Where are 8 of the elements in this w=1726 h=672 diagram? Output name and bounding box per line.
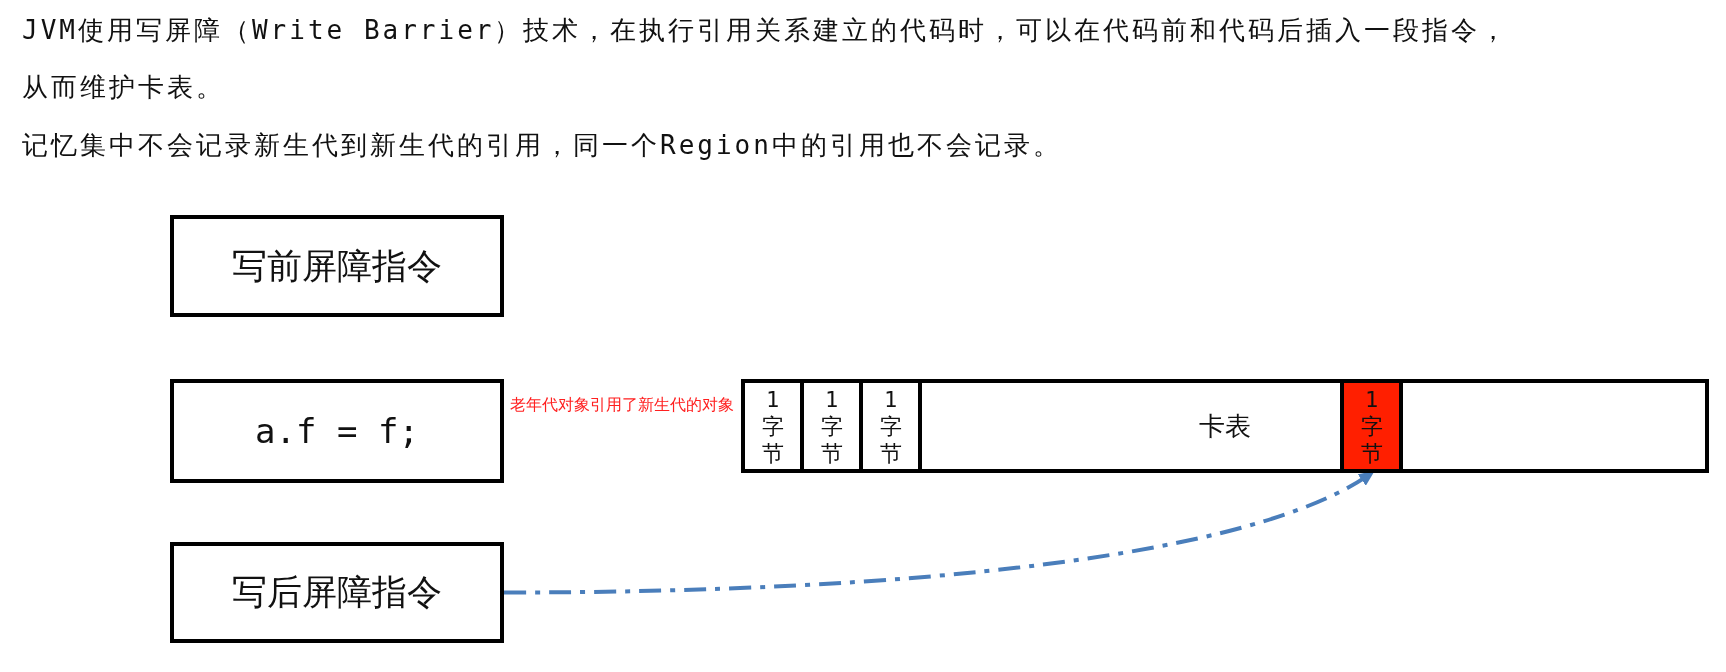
- annotation-text: 老年代对象引用了新生代的对象: [510, 395, 734, 415]
- instruction-box: 写后屏障指令: [170, 542, 504, 643]
- table-label: 卡表: [1199, 409, 1251, 443]
- code-box: a.f = f;: [170, 379, 504, 483]
- body-text: 记忆集中不会记录新生代到新生代的引用，同一个Region中的引用也不会记录。: [22, 129, 1062, 162]
- body-text: JVM使用写屏障（Write Barrier）技术，在执行引用关系建立的代码时，可以在代码前和代码后插入一段指令，从而维护卡表。: [22, 14, 1511, 104]
- card-table: [741, 379, 1709, 473]
- instruction-box: 写前屏障指令: [170, 215, 504, 317]
